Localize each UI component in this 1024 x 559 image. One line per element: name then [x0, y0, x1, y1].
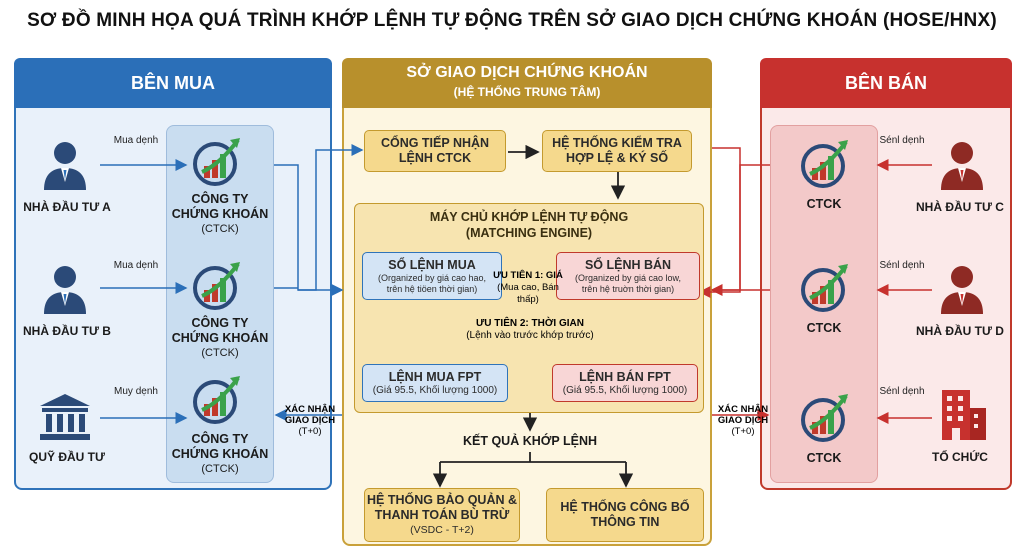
- settlement-system-box: HỆ THỐNG BẢO QUẢN & THANH TOÁN BÙ TRỪ (V…: [364, 488, 520, 542]
- bank-building-icon: [38, 392, 92, 442]
- buy-order-sub: (Giá 95.5, Khối lượng 1000): [372, 385, 498, 396]
- buy-order-title: LỆNH MUA FPT: [388, 370, 482, 384]
- sell-order-sub: (Giá 95.5, Khối lượng 1000): [562, 385, 688, 396]
- office-building-icon: [938, 386, 990, 442]
- broker-logo-icon: [798, 390, 854, 446]
- investor-d-action: Sénl dẹnh: [879, 260, 925, 271]
- buy-broker-1-line3: (CTCK): [201, 223, 239, 235]
- disclosure-line2: THÔNG TIN: [590, 515, 660, 529]
- check-line1: HỆ THỐNG KIỂM TRA: [552, 136, 682, 150]
- settlement-line2: THANH TOÁN BÙ TRỪ: [374, 507, 510, 522]
- buy-order-fpt: LỆNH MUA FPT (Giá 95.5, Khối lượng 1000): [362, 364, 508, 402]
- settlement-line1: HỆ THỐNG BẢO QUẢN &: [367, 492, 517, 507]
- priority1-line1: ƯU TIÊN 1: GIÁ: [493, 270, 563, 281]
- sell-order-book: SỔ LỆNH BÁN (Organized by giá cao low, t…: [556, 252, 700, 300]
- priority-time: ƯU TIÊN 2: THỜI GIAN (Lệnh vào trước khớ…: [440, 318, 620, 342]
- validation-system-box: HỆ THỐNG KIỂM TRA HỢP LỆ & KÝ SỐ: [542, 130, 692, 172]
- fund-action: Muy dẹnh: [114, 386, 158, 397]
- check-line2: HỢP LỆ & KÝ SỐ: [565, 151, 669, 165]
- buy-broker-3-line3: (CTCK): [201, 463, 239, 475]
- gateway-line1: CỔNG TIẾP NHẬN: [380, 136, 490, 150]
- sell-broker-3: CTCK: [806, 451, 842, 465]
- sell-confirm-line1: XÁC NHẬN: [717, 404, 769, 415]
- buy-book-title: SỔ LỆNH MUA: [388, 257, 476, 272]
- broker-logo-icon: [798, 260, 854, 316]
- investor-b-action: Mua dẹnh: [113, 260, 159, 271]
- buy-side-header: BÊN MUA: [14, 58, 332, 108]
- investor-b-label: NHÀ ĐẦU TƯ B: [23, 324, 111, 338]
- fund-label: QUỸ ĐẦU TƯ: [29, 450, 105, 464]
- engine-line1: MÁY CHỦ KHỚP LỆNH TỰ ĐỘNG: [429, 210, 629, 224]
- investor-a-action: Mua dẹnh: [113, 135, 159, 146]
- buy-broker-2-line3: (CTCK): [201, 347, 239, 359]
- buy-broker-3-line2: CHỨNG KHOÁN: [171, 447, 269, 461]
- broker-logo-icon: [190, 134, 246, 190]
- sell-confirm-label: XÁC NHẬN GIAO DỊCH (T+0): [712, 404, 774, 437]
- sell-confirm-line3: (T+0): [731, 426, 755, 437]
- broker-logo-icon: [798, 136, 854, 192]
- page-title: SƠ ĐỒ MINH HỌA QUÁ TRÌNH KHỚP LỆNH TỰ ĐỘ…: [27, 10, 997, 31]
- priority2-line1: ƯU TIÊN 2: THỜI GIAN: [476, 318, 584, 329]
- sell-book-sub2: trên hệ truờn thời gian): [581, 283, 675, 294]
- investor-icon: [38, 262, 92, 316]
- buy-confirm-line3: (T+0): [298, 426, 322, 437]
- match-result-label: KẾT QUẢ KHỚP LỆNH: [462, 434, 598, 448]
- sell-broker-1: CTCK: [806, 197, 842, 211]
- order-gateway-box: CỔNG TIẾP NHẬN LỆNH CTCK: [364, 130, 506, 172]
- buy-broker-1-line2: CHỨNG KHOÁN: [171, 207, 269, 221]
- sell-order-fpt: LỆNH BÁN FPT (Giá 95.5, Khối lượng 1000): [552, 364, 698, 402]
- investor-c-action: Sénl dẹnh: [879, 135, 925, 146]
- buy-book-sub2: trên hệ tiöen thời gian): [386, 283, 478, 294]
- priority1-line2: (Mua cao, Bán thấp): [497, 282, 559, 305]
- buy-order-book: SỔ LỆNH MUA (Organized by giá cao hao, t…: [362, 252, 502, 300]
- buy-confirm-line1: XÁC NHẬN: [284, 404, 336, 415]
- buy-broker-1: CÔNG TY CHỨNG KHOÁN (CTCK): [166, 192, 274, 237]
- sell-book-sub1: (Organized by giá cao low,: [574, 272, 682, 283]
- buy-broker-3: CÔNG TY CHỨNG KHOÁN (CTCK): [166, 432, 274, 477]
- matching-engine-title: MÁY CHỦ KHỚP LỆNH TỰ ĐỘNG (MATCHING ENGI…: [354, 209, 704, 241]
- buy-broker-2: CÔNG TY CHỨNG KHOÁN (CTCK): [166, 316, 274, 361]
- buy-confirm-label: XÁC NHẬN GIAO DỊCH (T+0): [280, 404, 340, 437]
- broker-logo-icon: [190, 258, 246, 314]
- sell-broker-2: CTCK: [806, 321, 842, 335]
- organization-action: Sénl dẹnh: [879, 386, 925, 397]
- broker-logo-icon: [190, 372, 246, 428]
- investor-c-label: NHÀ ĐẦU TƯ C: [916, 200, 1004, 214]
- sell-confirm-line2: GIAO DỊCH: [717, 415, 769, 426]
- buy-broker-3-line1: CÔNG TY: [191, 432, 249, 446]
- priority2-line2: (Lệnh vào trước khớp trước): [466, 330, 594, 341]
- settlement-line3: (VSDC - T+2): [410, 523, 474, 536]
- investor-icon: [935, 138, 989, 192]
- buy-broker-1-line1: CÔNG TY: [191, 192, 249, 206]
- buy-broker-2-line2: CHỨNG KHOÁN: [171, 331, 269, 345]
- engine-line2: (MATCHING ENGINE): [465, 226, 593, 240]
- exchange-header-subtitle: (HỆ THỐNG TRUNG TÂM): [453, 85, 601, 99]
- sell-side-header: BÊN BÁN: [760, 58, 1012, 108]
- buy-book-sub1: (Organized by giá cao hao,: [377, 272, 487, 283]
- gateway-line2: LỆNH CTCK: [398, 151, 472, 165]
- exchange-header: SỞ GIAO DỊCH CHỨNG KHOÁN (HỆ THỐNG TRUNG…: [342, 58, 712, 108]
- investor-d-label: NHÀ ĐẦU TƯ D: [916, 324, 1004, 338]
- organization-label: TỔ CHỨC: [932, 450, 988, 464]
- investor-icon: [935, 262, 989, 316]
- sell-order-title: LỆNH BÁN FPT: [579, 370, 671, 384]
- investor-a-label: NHÀ ĐẦU TƯ A: [23, 200, 111, 214]
- disclosure-line1: HỆ THỐNG CÔNG BỐ: [560, 500, 690, 514]
- disclosure-system-box: HỆ THỐNG CÔNG BỐ THÔNG TIN: [546, 488, 704, 542]
- priority-price: ƯU TIÊN 1: GIÁ (Mua cao, Bán thấp): [488, 270, 568, 306]
- exchange-header-title: SỞ GIAO DỊCH CHỨNG KHOÁN: [406, 64, 648, 81]
- sell-book-title: SỔ LỆNH BÁN: [584, 257, 672, 272]
- investor-icon: [38, 138, 92, 192]
- buy-confirm-line2: GIAO DỊCH: [284, 415, 336, 426]
- buy-broker-2-line1: CÔNG TY: [191, 316, 249, 330]
